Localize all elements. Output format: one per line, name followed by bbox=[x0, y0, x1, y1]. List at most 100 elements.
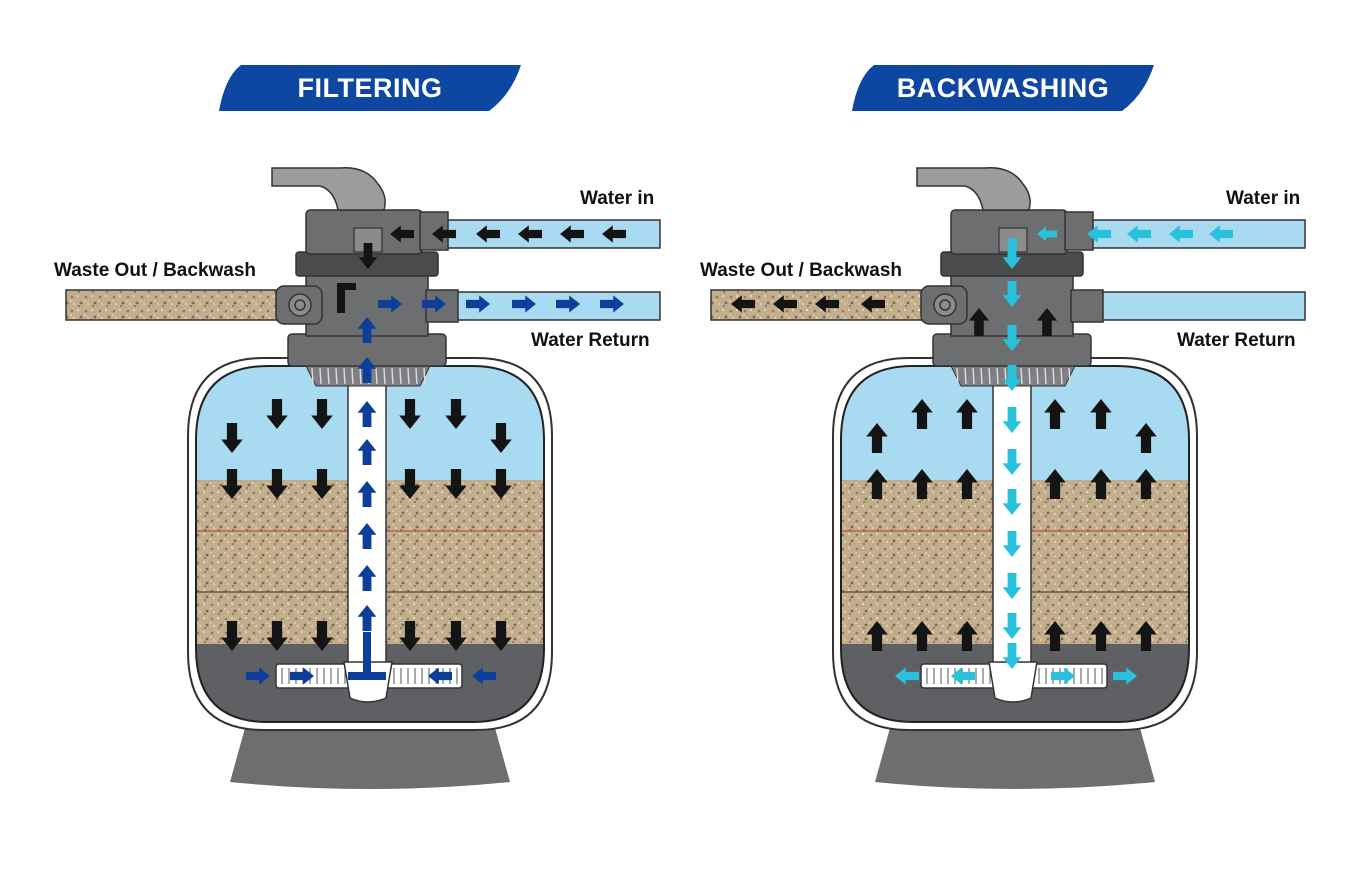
down-arrow-icon bbox=[1002, 531, 1022, 557]
up-arrow-icon bbox=[1090, 399, 1112, 429]
up-arrow-icon bbox=[1090, 469, 1112, 499]
water-return-label: Water Return bbox=[531, 330, 650, 351]
up-arrow-icon bbox=[1135, 469, 1157, 499]
valve-handle bbox=[271, 167, 386, 211]
down-arrow-icon bbox=[311, 399, 333, 429]
left-arrow-icon bbox=[472, 667, 496, 685]
diffuser-slot bbox=[1068, 367, 1071, 385]
inlet-fitting bbox=[1064, 211, 1094, 251]
left-arrow-icon bbox=[1037, 226, 1057, 242]
water-in-label: Water in bbox=[1226, 188, 1301, 209]
down-arrow-icon bbox=[221, 469, 243, 499]
waste-port-inner bbox=[939, 299, 951, 311]
waste-out-label: Waste Out / Backwash bbox=[700, 260, 903, 281]
waste-port bbox=[288, 293, 312, 317]
left-arrow-icon bbox=[861, 295, 885, 313]
down-arrow-icon bbox=[1002, 325, 1022, 351]
return-fitting bbox=[1070, 289, 1104, 323]
down-arrow-icon bbox=[399, 399, 421, 429]
water-return-label: Water Return bbox=[1177, 330, 1296, 351]
down-arrow-icon bbox=[1002, 643, 1022, 669]
up-arrow-icon bbox=[1044, 469, 1066, 499]
up-arrow-icon bbox=[1135, 621, 1157, 651]
down-arrow-icon bbox=[266, 469, 288, 499]
up-arrow-icon bbox=[866, 621, 888, 651]
diffuser-slot bbox=[1036, 367, 1039, 385]
left-arrow-icon bbox=[1087, 225, 1111, 243]
diffuser-slot bbox=[399, 367, 402, 385]
down-arrow-icon bbox=[445, 621, 467, 651]
down-arrow-icon bbox=[399, 621, 421, 651]
down-arrow-icon bbox=[221, 423, 243, 453]
diffuser-slot bbox=[319, 367, 322, 385]
left-arrow-icon bbox=[476, 225, 500, 243]
up-arrow-icon bbox=[1135, 423, 1157, 453]
up-arrow-icon bbox=[357, 481, 377, 507]
right-arrow-icon bbox=[246, 667, 270, 685]
right-arrow-icon bbox=[378, 295, 402, 313]
sand-filter-diagram bbox=[710, 167, 1306, 789]
left-arrow-icon bbox=[731, 295, 755, 313]
lateral-hub bbox=[988, 661, 1038, 703]
tank-inner-outline bbox=[840, 365, 1190, 723]
down-arrow-icon bbox=[221, 621, 243, 651]
up-arrow-icon bbox=[1090, 621, 1112, 651]
down-arrow-icon bbox=[1002, 449, 1022, 475]
panel-title: BACKWASHING bbox=[896, 73, 1110, 103]
tank-inner-outline bbox=[195, 365, 545, 723]
up-arrow-icon bbox=[1036, 308, 1058, 336]
left-arrow-icon bbox=[560, 225, 584, 243]
left-arrow-icon bbox=[1127, 225, 1151, 243]
diffuser-slot bbox=[972, 367, 975, 385]
left-arrow-icon bbox=[815, 295, 839, 313]
down-arrow-icon bbox=[1002, 281, 1022, 307]
down-arrow-icon bbox=[1002, 407, 1022, 433]
right-arrow-icon bbox=[556, 295, 580, 313]
up-arrow-icon bbox=[1044, 621, 1066, 651]
up-arrow-icon bbox=[956, 399, 978, 429]
diffuser-slot bbox=[996, 367, 999, 385]
down-arrow-icon bbox=[311, 621, 333, 651]
waste-port bbox=[933, 293, 957, 317]
down-arrow-icon bbox=[337, 283, 356, 313]
diffuser-slot bbox=[980, 367, 983, 385]
valve-handle bbox=[916, 167, 1031, 211]
up-arrow-icon bbox=[968, 308, 990, 336]
up-arrow-icon bbox=[956, 469, 978, 499]
down-arrow-icon bbox=[490, 621, 512, 651]
up-arrow-icon bbox=[357, 401, 377, 427]
waste-port-inner bbox=[294, 299, 306, 311]
up-arrow-icon bbox=[911, 621, 933, 651]
left-arrow-icon bbox=[773, 295, 797, 313]
diffuser-slot bbox=[964, 367, 967, 385]
sand-filter-diagram bbox=[65, 167, 661, 789]
right-arrow-icon bbox=[290, 667, 314, 685]
up-arrow-icon bbox=[357, 357, 377, 383]
down-arrow-icon bbox=[445, 469, 467, 499]
up-arrow-icon bbox=[357, 605, 377, 631]
diffuser-slot bbox=[1020, 367, 1023, 385]
waste-out-label: Waste Out / Backwash bbox=[54, 260, 257, 281]
right-arrow-icon bbox=[600, 295, 624, 313]
left-arrow-icon bbox=[390, 225, 414, 243]
up-arrow-icon bbox=[1044, 399, 1066, 429]
left-arrow-icon bbox=[1169, 225, 1193, 243]
diffuser-slot bbox=[1028, 367, 1031, 385]
diffuser-slot bbox=[1044, 367, 1047, 385]
diffuser-slot bbox=[956, 367, 959, 385]
left-arrow-icon bbox=[518, 225, 542, 243]
down-arrow-icon bbox=[490, 469, 512, 499]
diffuser-slot bbox=[375, 367, 378, 385]
hub-flow bbox=[348, 672, 386, 680]
down-arrow-icon bbox=[399, 469, 421, 499]
diffuser-slot bbox=[988, 367, 991, 385]
diffuser-slot bbox=[1060, 367, 1063, 385]
diffuser-slot bbox=[359, 367, 362, 385]
up-arrow-icon bbox=[357, 565, 377, 591]
diffuser-slot bbox=[383, 367, 386, 385]
down-arrow-icon bbox=[490, 423, 512, 453]
down-arrow-icon bbox=[266, 621, 288, 651]
left-arrow-icon bbox=[1209, 225, 1233, 243]
backwashing-banner: BACKWASHING bbox=[852, 65, 1154, 111]
water-in-label: Water in bbox=[580, 188, 655, 209]
